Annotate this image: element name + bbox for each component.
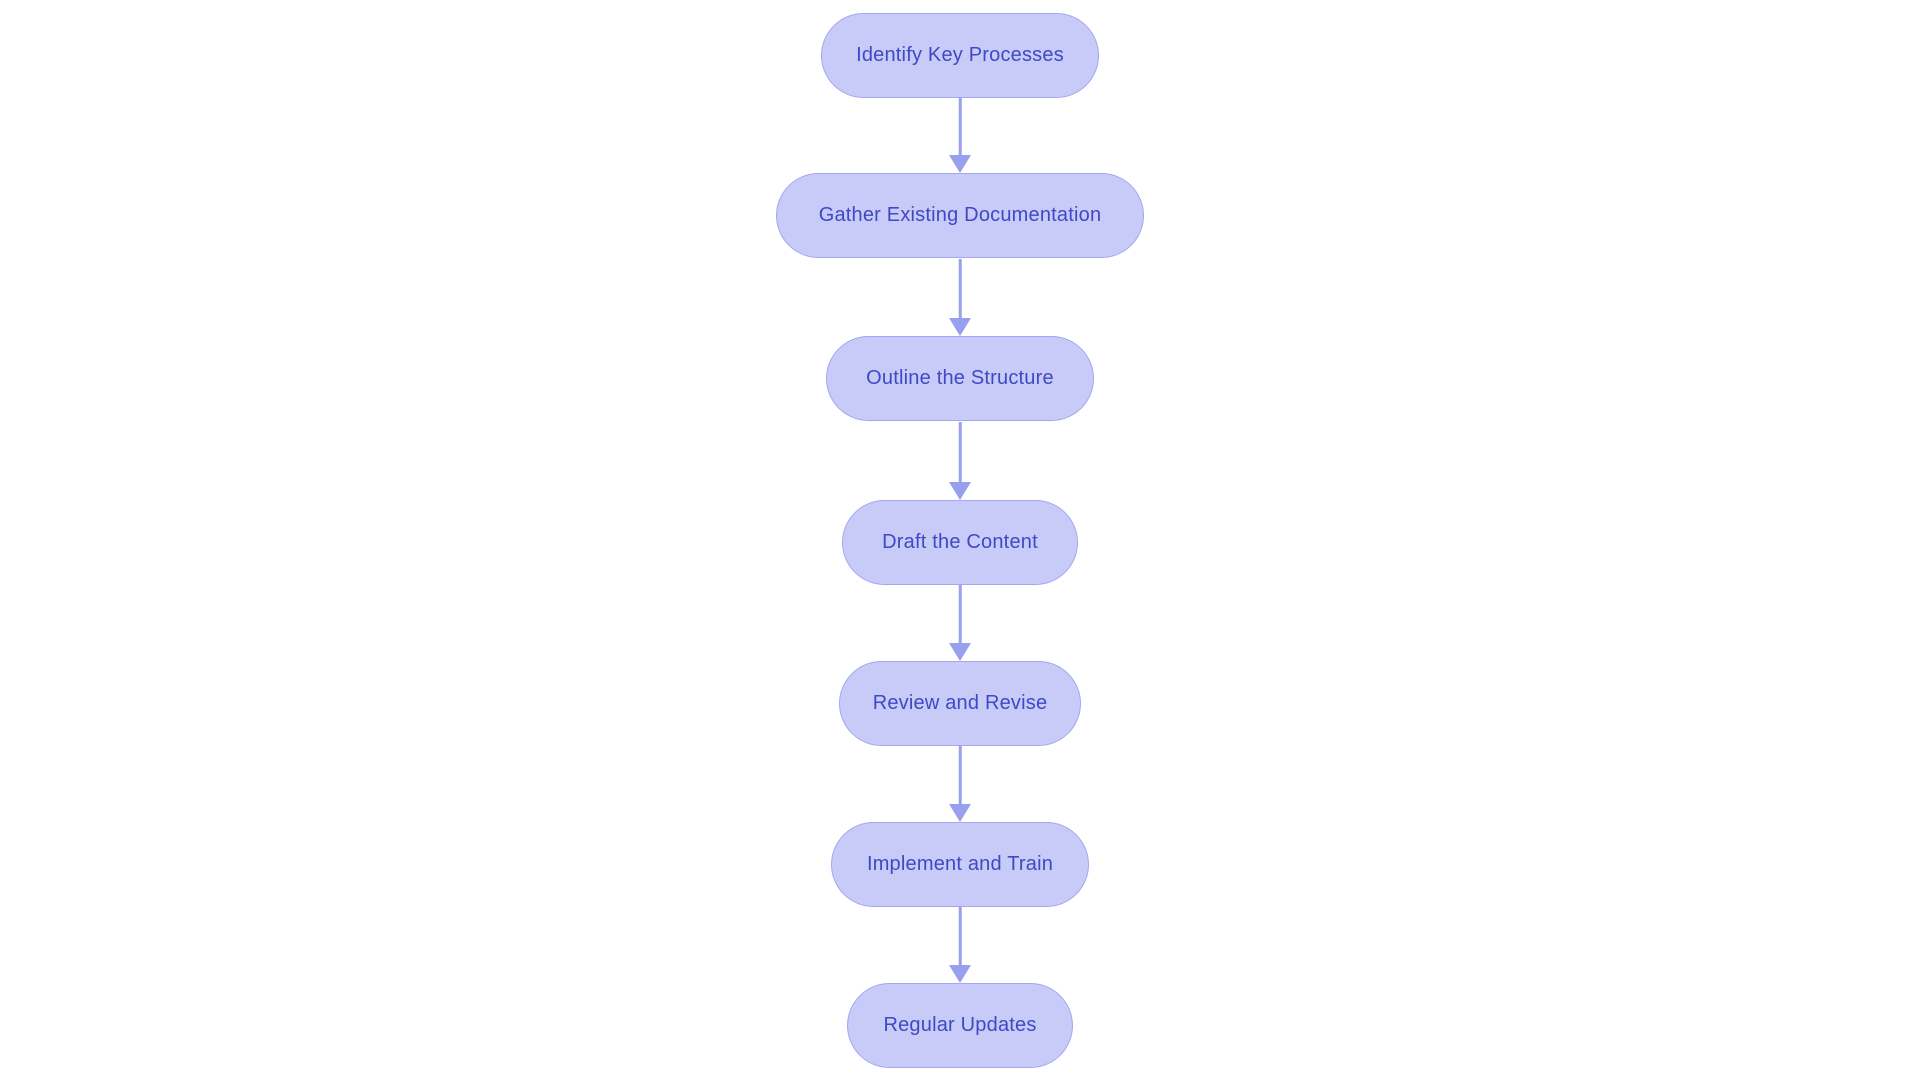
arrow-line — [958, 98, 962, 159]
flow-node-implement-and-train: Implement and Train — [831, 822, 1089, 907]
flow-node-gather-existing-documentation: Gather Existing Documentation — [776, 173, 1144, 258]
arrow-line — [958, 907, 962, 969]
arrow-down-icon — [949, 155, 971, 173]
arrow-line — [958, 585, 962, 647]
flow-node-identify-key-processes: Identify Key Processes — [821, 13, 1099, 98]
flow-arrow-1-2 — [948, 98, 972, 173]
flow-arrow-2-3 — [948, 259, 972, 336]
flow-arrow-6-7 — [948, 907, 972, 983]
arrow-line — [958, 746, 962, 808]
arrow-down-icon — [949, 965, 971, 983]
flow-node-outline-the-structure: Outline the Structure — [826, 336, 1094, 421]
arrow-down-icon — [949, 482, 971, 500]
flow-node-review-and-revise: Review and Revise — [839, 661, 1081, 746]
arrow-line — [958, 259, 962, 322]
flow-arrow-5-6 — [948, 746, 972, 822]
arrow-down-icon — [949, 643, 971, 661]
flow-node-regular-updates: Regular Updates — [847, 983, 1073, 1068]
flow-arrow-4-5 — [948, 585, 972, 661]
arrow-line — [958, 422, 962, 486]
flow-arrow-3-4 — [948, 422, 972, 500]
arrow-down-icon — [949, 804, 971, 822]
flow-node-draft-the-content: Draft the Content — [842, 500, 1078, 585]
arrow-down-icon — [949, 318, 971, 336]
